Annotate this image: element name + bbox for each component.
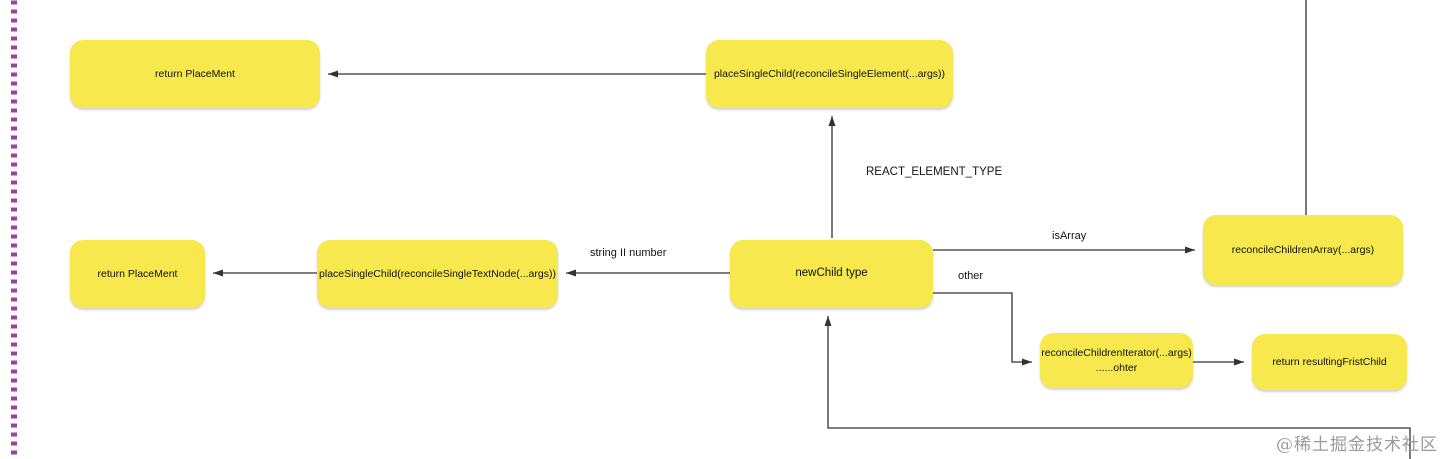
edge-label-other: other bbox=[958, 270, 984, 282]
node-label: return PlaceMent bbox=[155, 67, 235, 80]
node-return-placement-left: return PlaceMent bbox=[70, 240, 205, 308]
node-reconcile-children-array: reconcileChildrenArray(...args) bbox=[1203, 215, 1403, 285]
node-label: placeSingleChild(reconcileSingleElement(… bbox=[713, 67, 946, 80]
edge-loop-to-newchild bbox=[824, 316, 1411, 459]
edge-label-string-or-number: string II number bbox=[590, 247, 667, 259]
node-label: newChild type bbox=[795, 267, 868, 280]
node-return-resulting-first-child: return resultingFristChild bbox=[1252, 334, 1407, 390]
node-label: placeSingleChild(reconcileSingleTextNode… bbox=[319, 267, 556, 280]
node-newchild-type: newChild type bbox=[730, 240, 933, 308]
edge-label-react-element-type: REACT_ELEMENT_TYPE bbox=[866, 166, 1003, 178]
edge-label-isarray: isArray bbox=[1052, 230, 1087, 242]
node-label: return PlaceMent bbox=[97, 267, 178, 280]
node-label: return resultingFristChild bbox=[1272, 355, 1387, 368]
juejin-watermark: @稀土掘金技术社区 bbox=[1276, 435, 1438, 455]
node-place-single-child-textnode: placeSingleChild(reconcileSingleTextNode… bbox=[317, 240, 558, 308]
node-label: reconcileChildrenArray(...args) bbox=[1231, 243, 1375, 256]
node-label: reconcileChildrenIterator(...args) bbox=[1041, 347, 1192, 360]
node-reconcile-children-iterator: reconcileChildrenIterator(...args) .....… bbox=[1040, 333, 1193, 388]
selection-marquee-line bbox=[11, 0, 17, 459]
node-place-single-child-element: placeSingleChild(reconcileSingleElement(… bbox=[706, 40, 953, 108]
edge-newchild-to-iterator bbox=[933, 292, 1032, 366]
node-return-placement-top: return PlaceMent bbox=[70, 40, 320, 108]
node-sublabel: ......ohter bbox=[1095, 361, 1138, 374]
